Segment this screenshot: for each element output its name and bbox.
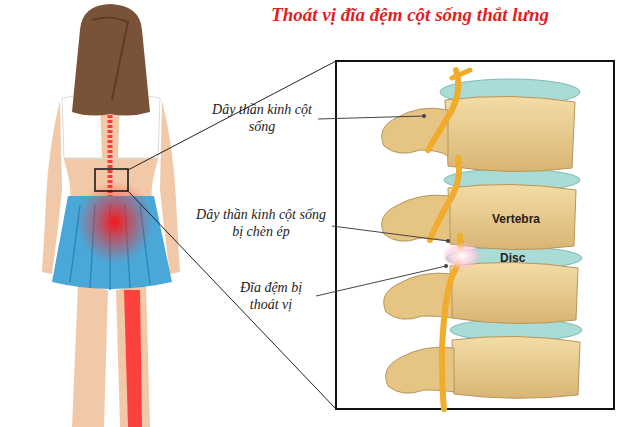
part-name: Vertebra xyxy=(492,212,540,226)
diagram-title: Thoát vị đĩa đệm cột sống thắt lưng xyxy=(215,4,605,26)
callout-label: Dây thần kinh cột sống bị chèn ép xyxy=(190,207,332,241)
callout-label: Đĩa đệm bị thoát vị xyxy=(226,280,316,314)
part-name: Disc xyxy=(500,251,525,265)
callout-label: Dây thần kinh cột sống xyxy=(206,102,318,136)
